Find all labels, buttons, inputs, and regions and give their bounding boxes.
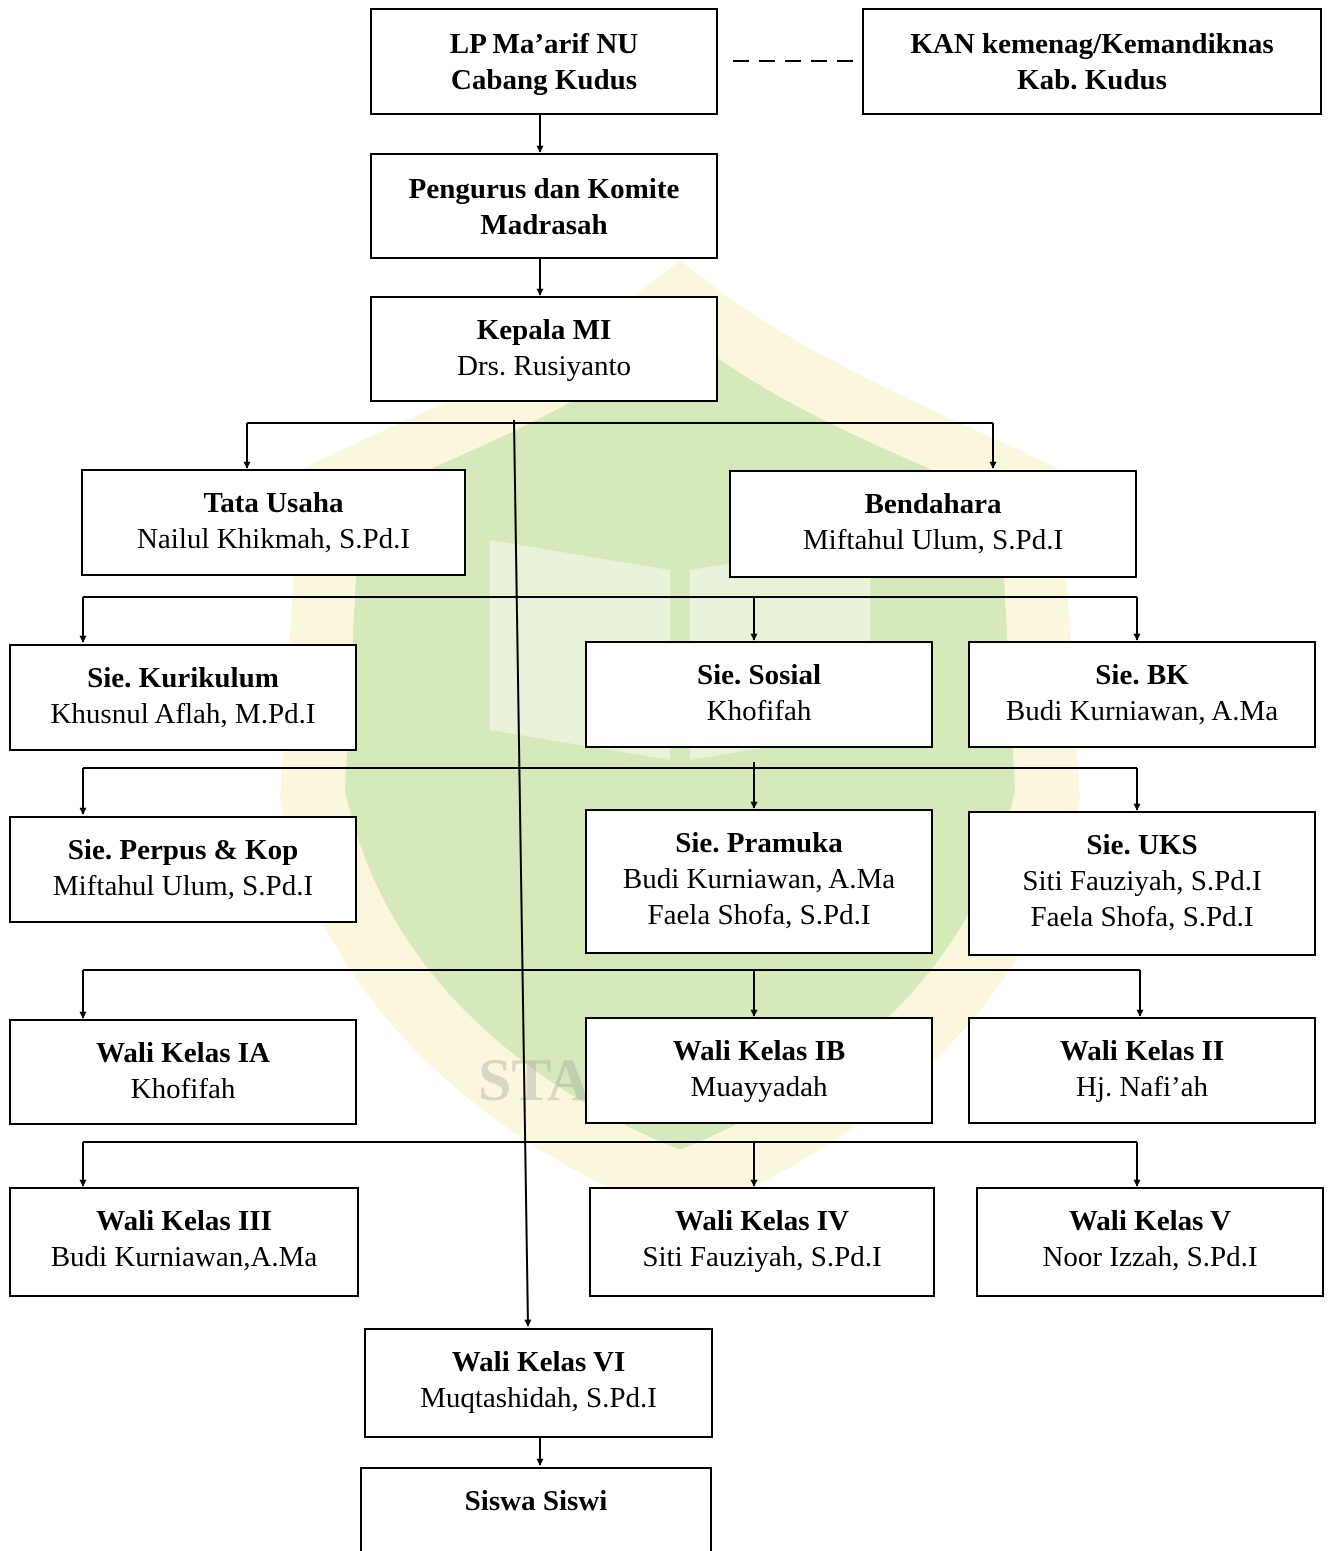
node-title: KAN kemenag/Kemandiknas — [910, 28, 1274, 60]
node-wali-kelas-iii: Wali Kelas III Budi Kurniawan,A.Ma — [9, 1187, 359, 1297]
node-tata-usaha: Tata Usaha Nailul Khikmah, S.Pd.I — [81, 469, 466, 576]
node-person: Drs. Rusiyanto — [457, 350, 631, 382]
node-wali-kelas-vi: Wali Kelas VI Muqtashidah, S.Pd.I — [364, 1328, 713, 1438]
node-wali-kelas-ii: Wali Kelas II Hj. Nafi’ah — [968, 1017, 1316, 1124]
node-person: Budi Kurniawan,A.Ma — [50, 1241, 318, 1273]
node-title: Madrasah — [480, 209, 608, 241]
node-person: Faela Shofa, S.Pd.I — [647, 899, 871, 931]
node-person: Hj. Nafi’ah — [1075, 1071, 1209, 1103]
node-person: Faela Shofa, S.Pd.I — [1030, 901, 1254, 933]
node-title: Sie. Pramuka — [675, 827, 843, 859]
node-title: Tata Usaha — [203, 487, 344, 519]
node-title: Siswa Siswi — [464, 1485, 608, 1517]
node-person: Siti Fauziyah, S.Pd.I — [1022, 865, 1262, 897]
node-person: Khofifah — [706, 695, 812, 727]
node-title: Cabang Kudus — [450, 64, 638, 96]
node-title: Wali Kelas VI — [451, 1346, 626, 1378]
node-sie-bk: Sie. BK Budi Kurniawan, A.Ma — [968, 641, 1316, 748]
node-wali-kelas-iv: Wali Kelas IV Siti Fauziyah, S.Pd.I — [589, 1187, 935, 1297]
node-pengurus: Pengurus dan Komite Madrasah — [370, 153, 718, 259]
node-title: Sie. UKS — [1086, 829, 1198, 861]
node-title: Sie. Sosial — [696, 659, 822, 691]
node-bendahara: Bendahara Miftahul Ulum, S.Pd.I — [729, 470, 1137, 578]
node-sie-sosial: Sie. Sosial Khofifah — [585, 641, 933, 748]
node-title: Wali Kelas IV — [674, 1205, 849, 1237]
node-lp-maarif: LP Ma’arif NU Cabang Kudus — [370, 8, 718, 115]
node-title: Bendahara — [864, 488, 1002, 520]
node-person: Khofifah — [130, 1073, 236, 1105]
node-title: Wali Kelas IB — [672, 1035, 846, 1067]
node-kepala-mi: Kepala MI Drs. Rusiyanto — [370, 296, 718, 402]
node-wali-kelas-v: Wali Kelas V Noor Izzah, S.Pd.I — [976, 1187, 1324, 1297]
node-person: Nailul Khikmah, S.Pd.I — [136, 523, 411, 555]
arrow-kepala-to-wali-vi — [513, 419, 532, 1327]
node-title: Sie. BK — [1095, 659, 1189, 691]
node-title: Kepala MI — [476, 314, 612, 346]
node-sie-kurikulum: Sie. Kurikulum Khusnul Aflah, M.Pd.I — [9, 644, 357, 751]
node-title: Sie. Kurikulum — [87, 662, 279, 694]
node-kan: KAN kemenag/Kemandiknas Kab. Kudus — [862, 8, 1322, 115]
node-sie-uks: Sie. UKS Siti Fauziyah, S.Pd.I Faela Sho… — [968, 811, 1316, 956]
node-person: Muqtashidah, S.Pd.I — [420, 1382, 657, 1414]
node-sie-pramuka: Sie. Pramuka Budi Kurniawan, A.Ma Faela … — [585, 809, 933, 954]
node-person: Siti Fauziyah, S.Pd.I — [642, 1241, 882, 1273]
node-person: Miftahul Ulum, S.Pd.I — [802, 524, 1064, 556]
node-title: Pengurus dan Komite — [408, 173, 680, 205]
node-person: Budi Kurniawan, A.Ma — [622, 863, 896, 895]
node-wali-kelas-ia: Wali Kelas IA Khofifah — [9, 1019, 357, 1125]
node-title: Sie. Perpus & Kop — [67, 834, 299, 866]
node-person: Noor Izzah, S.Pd.I — [1042, 1241, 1258, 1273]
node-person: Miftahul Ulum, S.Pd.I — [52, 870, 314, 902]
node-wali-kelas-ib: Wali Kelas IB Muayyadah — [585, 1017, 933, 1124]
node-person: Khusnul Aflah, M.Pd.I — [50, 698, 316, 730]
node-siswa-siswi: Siswa Siswi — [360, 1467, 712, 1551]
node-person: Muayyadah — [690, 1071, 828, 1103]
node-sie-perpus: Sie. Perpus & Kop Miftahul Ulum, S.Pd.I — [9, 816, 357, 923]
node-title: Wali Kelas III — [96, 1205, 272, 1237]
node-person: Budi Kurniawan, A.Ma — [1005, 695, 1279, 727]
node-title: Wali Kelas IA — [95, 1037, 270, 1069]
node-title: Wali Kelas II — [1059, 1035, 1225, 1067]
node-title: Wali Kelas V — [1068, 1205, 1232, 1237]
node-title: LP Ma’arif NU — [449, 28, 639, 60]
node-title: Kab. Kudus — [1017, 64, 1167, 96]
